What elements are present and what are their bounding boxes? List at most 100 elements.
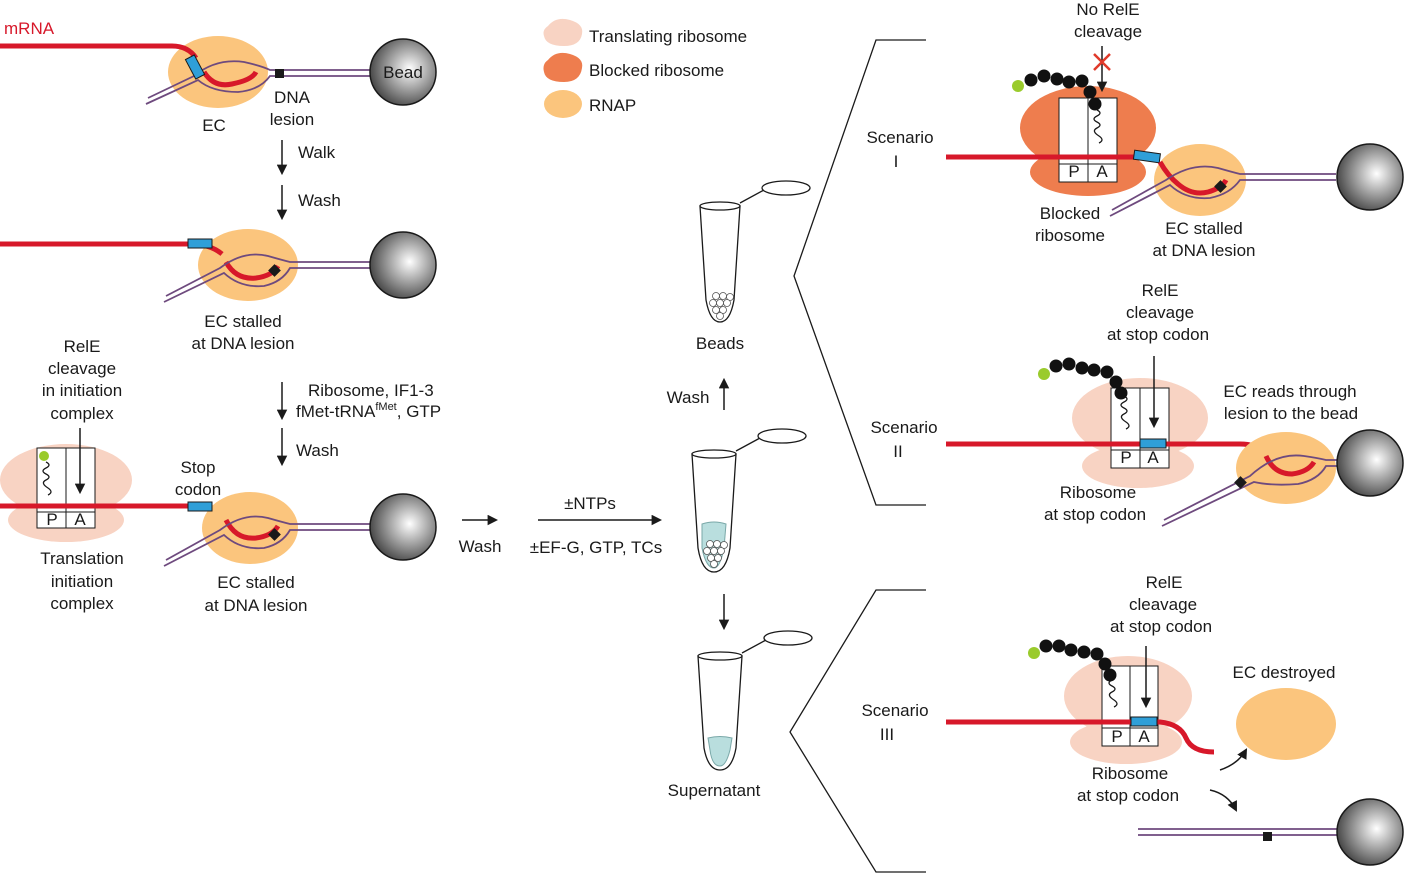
tube-cap xyxy=(761,180,811,196)
dna-upper xyxy=(147,60,372,99)
dna-lower xyxy=(163,267,372,303)
scenario3-dna-bead xyxy=(1138,798,1404,866)
amino-acid xyxy=(1039,639,1053,653)
ec-stalled-label-2: at DNA lesion xyxy=(192,334,295,353)
wash-label-2: Wash xyxy=(296,441,339,460)
dna-lesion-marker xyxy=(1263,832,1272,841)
scenario2-title-2: II xyxy=(893,442,902,461)
gtp-text: , GTP xyxy=(397,402,441,421)
tube-beads xyxy=(699,180,811,323)
amino-acid xyxy=(1103,668,1117,682)
amino-acid xyxy=(1100,365,1114,379)
amino-acid xyxy=(1098,657,1112,671)
peptide-chain xyxy=(1012,69,1102,111)
dna-lower xyxy=(145,75,372,105)
dna-lesion-label-1: DNA xyxy=(274,88,311,107)
amino-acid xyxy=(1062,75,1076,89)
trna-squiggle xyxy=(42,461,52,496)
rnap-body xyxy=(198,229,298,301)
ec-initial: Bead xyxy=(0,36,437,108)
peptide-chain xyxy=(1028,639,1117,682)
scenario2-top-3: at stop codon xyxy=(1107,325,1209,344)
dna-lower xyxy=(1161,465,1340,527)
scenario3-top-1: RelE xyxy=(1146,573,1183,592)
destroyed-rnap xyxy=(1236,688,1336,760)
bead-particle xyxy=(706,540,714,548)
site-p: P xyxy=(46,510,57,529)
rnap-body xyxy=(1154,144,1246,216)
fmet-dot xyxy=(1038,368,1050,380)
tube-body xyxy=(699,205,741,323)
scenario3-complex: P A xyxy=(946,639,1215,764)
amino-acid xyxy=(1109,375,1123,389)
bead-cluster xyxy=(703,540,728,568)
stop-codon xyxy=(1132,149,1161,164)
fmet-dot xyxy=(39,451,49,461)
translation-init-3: complex xyxy=(50,594,114,613)
scenario3-title-2: III xyxy=(880,725,894,744)
amino-acid xyxy=(1114,386,1128,400)
scenario1-title-2: I xyxy=(894,152,899,171)
s1-ec-2: at DNA lesion xyxy=(1153,241,1256,260)
stop-codon xyxy=(184,54,206,80)
translation-init-1: Translation xyxy=(40,549,123,568)
scenario1-complex: P A xyxy=(946,69,1161,196)
scenario1-top-2: cleavage xyxy=(1074,22,1142,41)
walk-label: Walk xyxy=(298,143,336,162)
fmet-dot xyxy=(1028,647,1040,659)
dna-upper xyxy=(165,515,372,561)
mrna-label: mRNA xyxy=(4,19,55,38)
s3-ribosome-1: Ribosome xyxy=(1092,764,1169,783)
stop-codon xyxy=(187,501,213,512)
amino-acid xyxy=(1077,645,1091,659)
bead-particle xyxy=(719,292,727,300)
wash-up-label: Wash xyxy=(667,388,710,407)
amino-acid xyxy=(1064,643,1078,657)
s2-site-a: A xyxy=(1147,448,1159,467)
amino-acid xyxy=(1083,85,1097,99)
bead xyxy=(369,493,437,561)
scenario3-top-3: at stop codon xyxy=(1110,617,1212,636)
bead xyxy=(1336,429,1404,497)
fmet-superscript: fMet xyxy=(375,401,396,413)
bead-particle xyxy=(717,547,725,555)
s3-site-a: A xyxy=(1138,727,1150,746)
scenario1-top-1: No RelE xyxy=(1076,0,1139,19)
scenario3-top-2: cleavage xyxy=(1129,595,1197,614)
rele-init-1: RelE xyxy=(64,337,101,356)
fmet-dot xyxy=(1012,80,1024,92)
stop-codon xyxy=(1130,716,1158,727)
ec-stalled-row2 xyxy=(0,229,437,303)
wash-label-1: Wash xyxy=(298,191,341,210)
amino-acid xyxy=(1050,72,1064,86)
bead xyxy=(1336,798,1404,866)
tube-rim xyxy=(691,449,737,459)
scenario2-complex: P A xyxy=(946,357,1266,488)
s2-ribosome-1: Ribosome xyxy=(1060,483,1137,502)
dna-lesion-marker xyxy=(275,69,284,78)
tube-hinge xyxy=(741,639,767,654)
dna-upper xyxy=(165,253,372,297)
bead-particle xyxy=(713,540,721,548)
bead-particle xyxy=(703,547,711,555)
tube-cap xyxy=(763,630,813,646)
bead-particle xyxy=(716,312,724,320)
mrna-in-ec xyxy=(1263,454,1317,477)
amino-acid xyxy=(1075,361,1089,375)
s1-site-a: A xyxy=(1096,162,1108,181)
s2-reads-1: EC reads through xyxy=(1223,382,1356,401)
s2-site-p: P xyxy=(1120,448,1131,467)
amino-acid xyxy=(1090,647,1104,661)
bead-particle xyxy=(710,560,718,568)
stop-codon-label-1: Stop xyxy=(181,458,216,477)
s1-site-p: P xyxy=(1068,162,1079,181)
s3-site-p: P xyxy=(1111,727,1122,746)
dna-upper xyxy=(1163,454,1340,521)
bead-cluster xyxy=(709,292,734,320)
fmet-trna-text: fMet-tRNA xyxy=(296,402,376,421)
ec-label: EC xyxy=(202,116,226,135)
ribosome-line1: Ribosome, IF1-3 xyxy=(308,381,434,400)
ribosome-line2: fMet-tRNAfMet, GTP xyxy=(296,401,441,421)
amino-acid xyxy=(1062,357,1076,371)
